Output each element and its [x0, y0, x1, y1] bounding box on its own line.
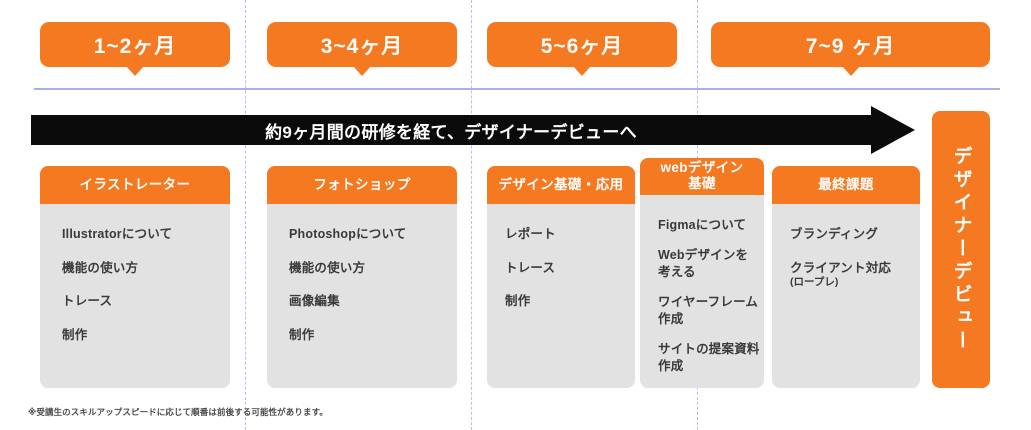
course-card-body: Figmaについて Webデザインを 考える ワイヤーフレーム 作成 サイトの提… [640, 194, 764, 388]
course-item: 制作 [62, 327, 230, 344]
arrow-banner-label: 約9ヶ月間の研修を経て、デザイナーデビューへ [265, 122, 637, 142]
course-item: 機能の使い方 [62, 260, 230, 277]
course-card-0[interactable]: イラストレーター Illustratorについて 機能の使い方 トレース 制作 [40, 166, 230, 388]
course-item: 制作 [289, 327, 457, 344]
course-item: Illustratorについて [62, 226, 230, 243]
progress-arrow-banner: 約9ヶ月間の研修を経て、デザイナーデビューへ [31, 106, 915, 154]
course-card-body: レポート トレース 制作 [487, 204, 635, 388]
designer-debut-bar[interactable]: デザイナーデビュー [932, 111, 990, 388]
course-item-text: トレース [505, 260, 556, 275]
period-pill-label: 5~6ヶ月 [540, 34, 624, 58]
course-item-text: ブランディング [790, 227, 879, 241]
timeline-rule [34, 88, 1000, 90]
course-card-title: フォトショップ [267, 166, 457, 204]
course-item-text: 制作 [289, 327, 315, 342]
course-title-text: フォトショップ [313, 177, 411, 193]
period-pill-label: 1~2ヶ月 [93, 34, 177, 58]
course-title-text: イラストレーター [79, 177, 191, 193]
course-item: トレース [505, 260, 635, 277]
column-divider-1 [245, 0, 246, 430]
period-pill-label: 7~9 ヶ月 [805, 34, 896, 58]
pill-tail-icon [353, 66, 371, 76]
course-item: Figmaについて [658, 217, 764, 234]
course-card-title: 最終課題 [772, 166, 920, 204]
course-item-text: ワイヤーフレーム 作成 [658, 295, 759, 326]
course-item: クライアント対応 (ロープレ) [790, 260, 920, 290]
course-card-3[interactable]: webデザイン 基礎 Figmaについて Webデザインを 考える ワイヤーフレ… [640, 158, 764, 388]
course-card-title: イラストレーター [40, 166, 230, 204]
pill-tail-icon [841, 66, 860, 76]
course-title-text: デザイン基礎・応用 [498, 177, 624, 193]
course-item: 制作 [505, 293, 635, 310]
pill-tail-icon [126, 66, 144, 76]
course-item: 機能の使い方 [289, 260, 457, 277]
course-item-text: トレース [62, 294, 113, 308]
course-title-text: 最終課題 [818, 177, 874, 193]
column-divider-2 [471, 0, 472, 430]
course-item: トレース [62, 293, 230, 310]
course-item: レポート [505, 226, 635, 243]
course-item-text: 制作 [505, 294, 531, 308]
course-card-1[interactable]: フォトショップ Photoshopについて 機能の使い方 画像編集 制作 [267, 166, 457, 388]
course-item: 画像編集 [289, 293, 457, 310]
right-arrow-icon [871, 106, 915, 154]
course-item-text: Webデザインを 考える [658, 248, 749, 279]
designer-debut-label: デザイナーデビュー [950, 146, 972, 353]
course-item: Photoshopについて [289, 226, 457, 243]
course-item-text: Photoshopについて [289, 227, 407, 241]
course-card-body: Illustratorについて 機能の使い方 トレース 制作 [40, 204, 230, 388]
course-card-title: デザイン基礎・応用 [487, 166, 635, 204]
course-card-title: webデザイン 基礎 [640, 158, 764, 195]
period-pill-label: 3~4ヶ月 [320, 34, 404, 58]
course-card-2[interactable]: デザイン基礎・応用 レポート トレース 制作 [487, 166, 635, 388]
course-item-note: (ロープレ) [790, 276, 839, 288]
course-item-text: クライアント対応 [790, 260, 892, 275]
course-item-text: 機能の使い方 [289, 260, 366, 275]
course-card-body: Photoshopについて 機能の使い方 画像編集 制作 [267, 204, 457, 388]
course-item-text: 制作 [62, 327, 88, 342]
course-item-text: 機能の使い方 [62, 260, 139, 275]
course-item: Webデザインを 考える [658, 247, 764, 280]
footnote: ※受講生のスキルアップスピードに応じて順番は前後する可能性があります。 [28, 407, 328, 417]
course-item-text: Illustratorについて [62, 227, 173, 241]
period-pill-2[interactable]: 5~6ヶ月 [487, 22, 677, 76]
pill-tail-icon [573, 66, 591, 76]
period-pill-1[interactable]: 3~4ヶ月 [267, 22, 457, 76]
course-item-text: 画像編集 [289, 294, 340, 308]
period-pill-3[interactable]: 7~9 ヶ月 [711, 22, 990, 76]
course-item-text: レポート [505, 227, 556, 241]
course-item-text: Figmaについて [658, 217, 747, 232]
course-item: ワイヤーフレーム 作成 [658, 294, 764, 327]
course-title-text: webデザイン 基礎 [660, 160, 744, 192]
course-item: サイトの提案資料 作成 [658, 341, 764, 374]
course-item: ブランディング [790, 226, 920, 243]
course-card-4[interactable]: 最終課題 ブランディング クライアント対応 (ロープレ) [772, 166, 920, 388]
arrow-body [31, 115, 871, 145]
course-card-body: ブランディング クライアント対応 (ロープレ) [772, 204, 920, 388]
period-pill-0[interactable]: 1~2ヶ月 [40, 22, 230, 76]
course-item-text: サイトの提案資料 作成 [658, 342, 760, 373]
